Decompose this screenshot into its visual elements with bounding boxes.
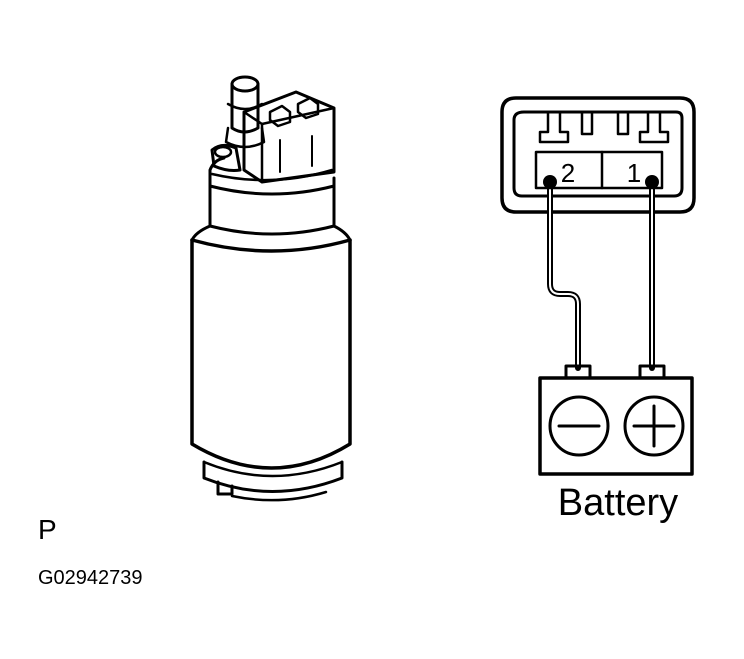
negative-lead — [547, 179, 581, 371]
terminal-2-label: 2 — [561, 158, 575, 188]
minus-icon — [548, 395, 610, 457]
view-letter: P — [38, 514, 57, 545]
terminal-1-label: 1 — [627, 158, 641, 188]
fuel-pump — [190, 75, 352, 502]
plus-icon — [623, 395, 685, 457]
negative-lead-core — [549, 189, 579, 367]
battery: Battery — [538, 364, 694, 524]
connector-face: 2 1 — [500, 96, 696, 214]
figure-code: G02942739 — [38, 567, 143, 589]
battery-label: Battery — [558, 482, 678, 524]
test-leads — [547, 179, 655, 371]
